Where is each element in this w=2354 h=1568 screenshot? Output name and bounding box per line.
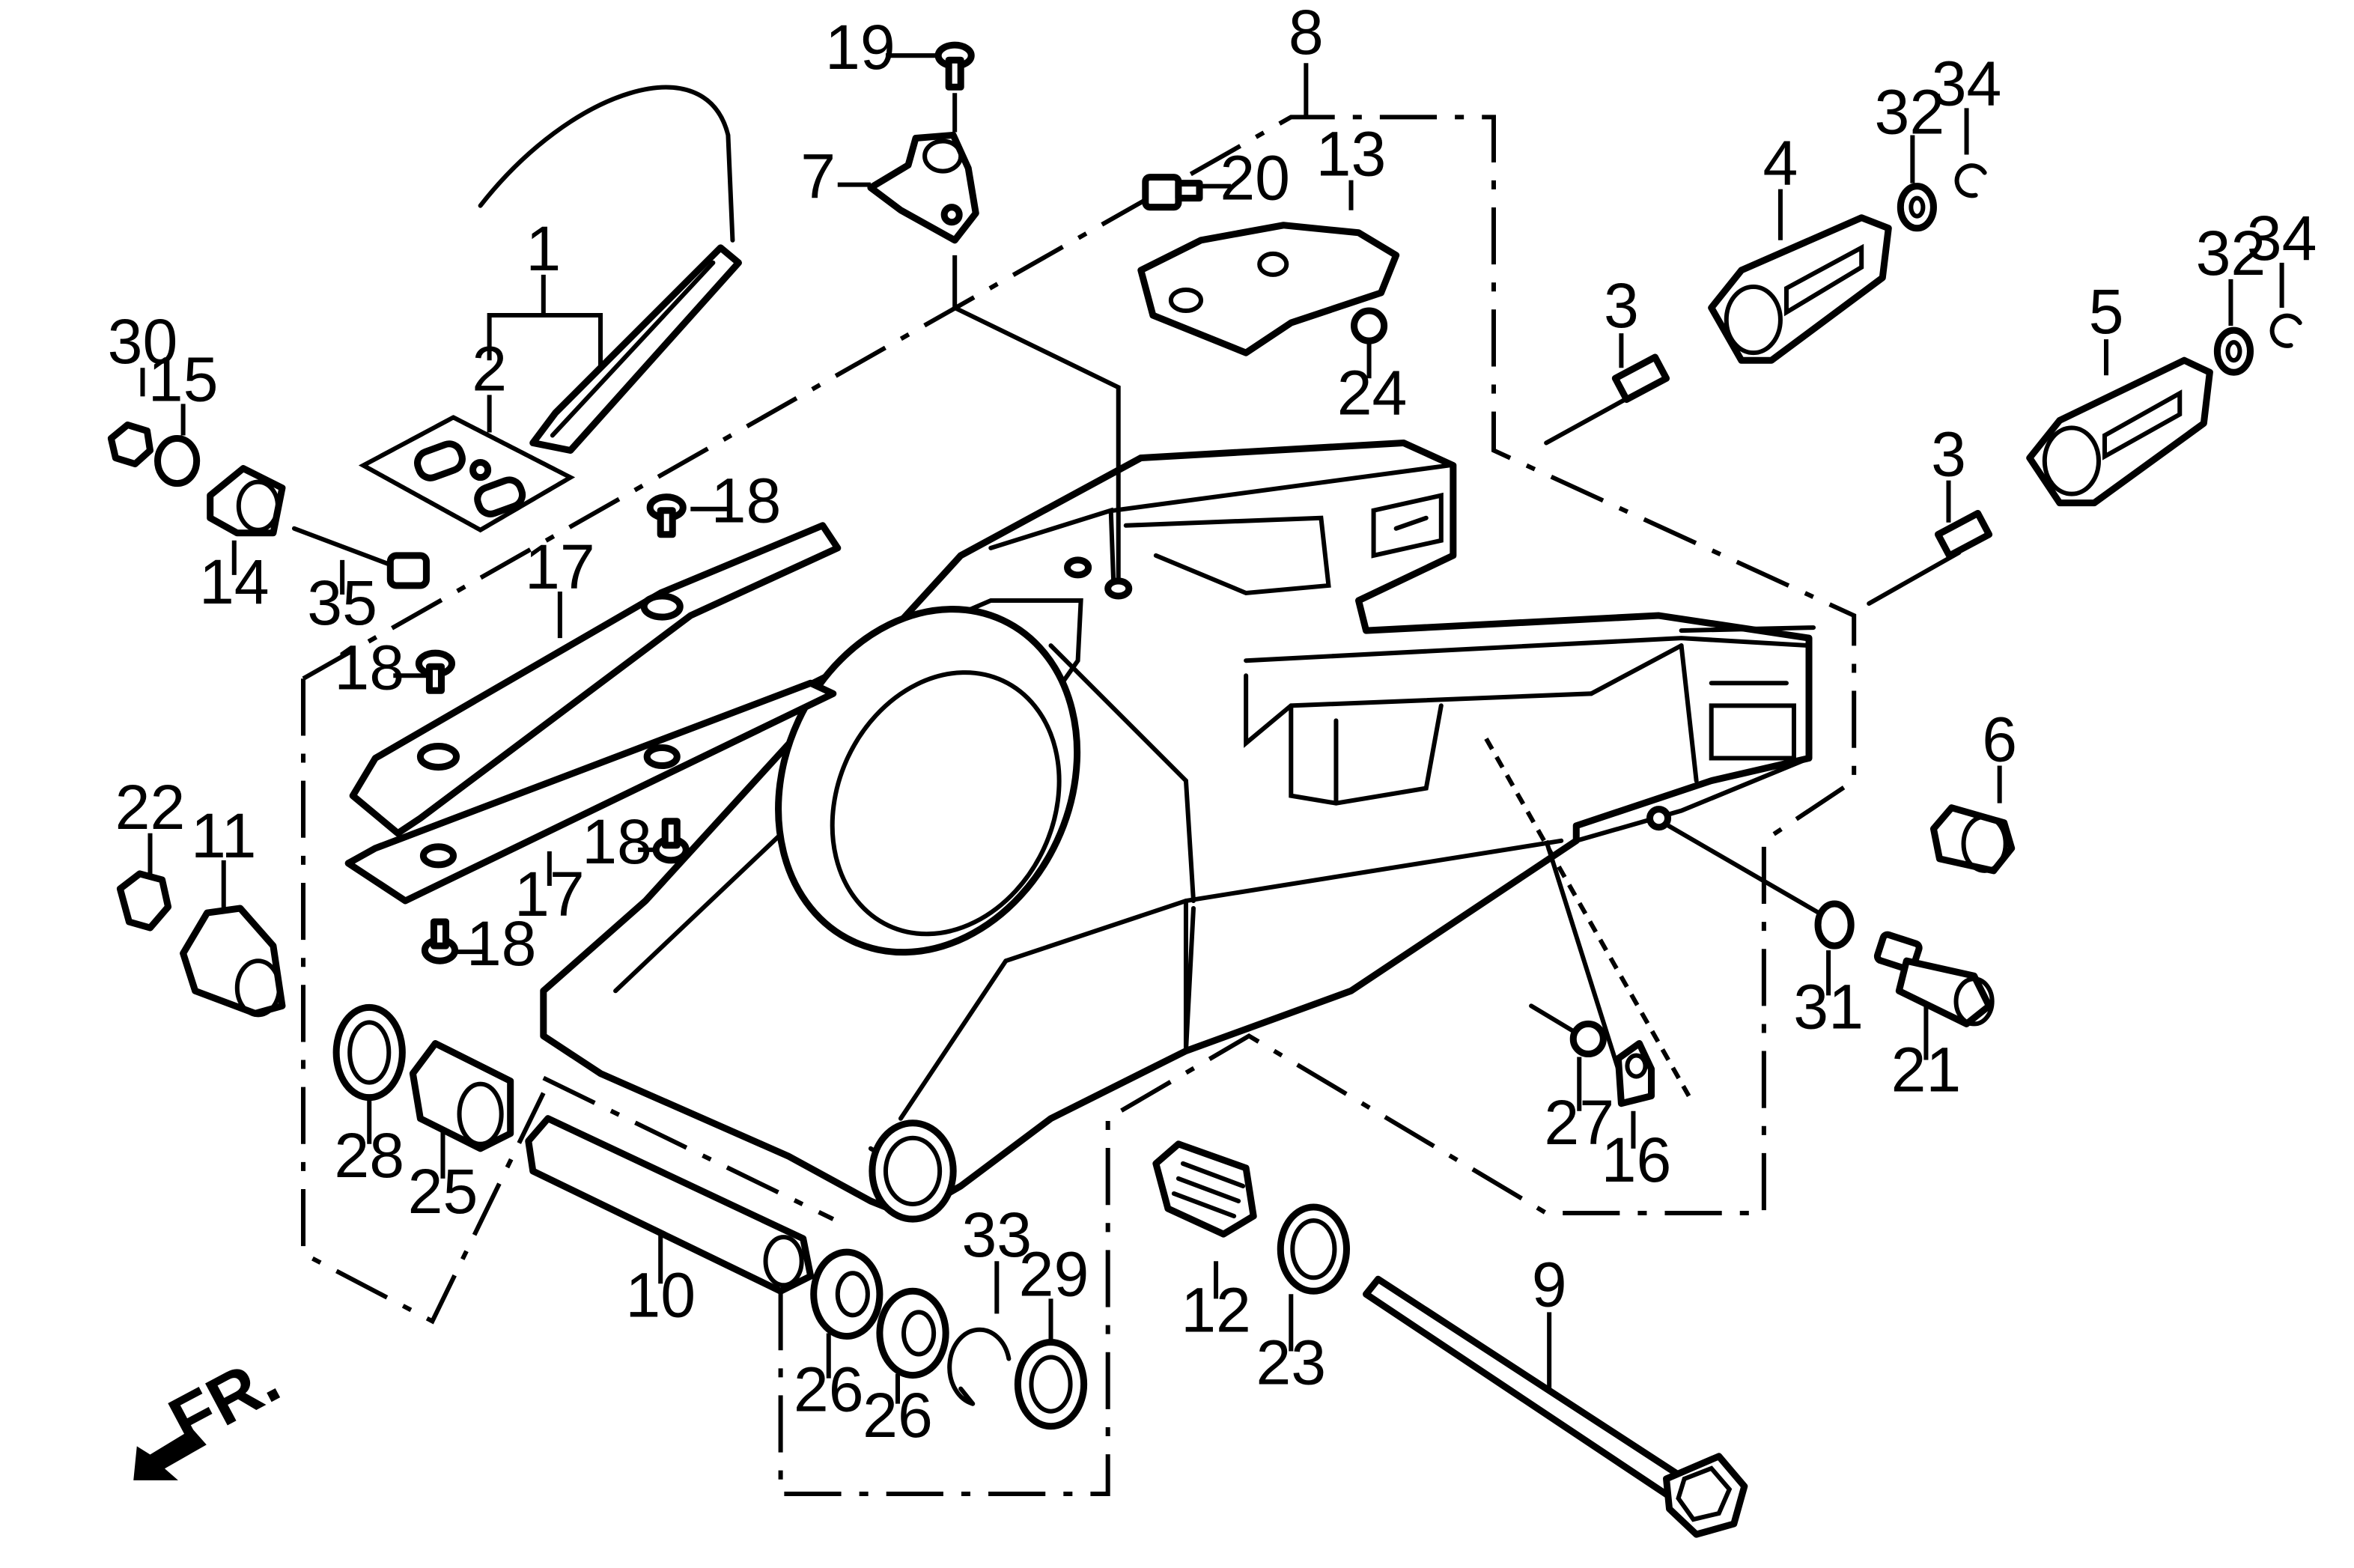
callout-24: 24 [1337,357,1408,428]
callout-10: 10 [625,1259,696,1330]
clamp-16 [1614,1039,1655,1107]
washer-32-set [1897,183,2254,376]
callout-15: 15 [148,344,219,414]
callout-34-b: 34 [2247,203,2317,273]
shoulder-bolt-21 [1873,931,1995,1027]
callout-18-a: 18 [711,466,782,536]
callout-29: 29 [1019,1239,1089,1309]
callout-12: 12 [1181,1274,1251,1345]
assembly-outline [301,115,1857,1496]
swingarm-body [540,439,1816,1223]
callout-34-a: 34 [1932,48,2002,118]
chain-adjuster-left [1708,214,1892,364]
pivot-bolt-9 [1363,1275,1748,1538]
callout-27: 27 [1544,1087,1614,1158]
collar-11 [180,905,286,1018]
callout-23: 23 [1256,1328,1326,1398]
callout-32-b: 32 [2196,218,2266,288]
callout-26-b: 26 [863,1380,933,1450]
callout-11: 11 [191,800,256,871]
callout-18-d: 18 [466,908,537,979]
callout-4: 4 [1763,128,1798,198]
callout-8: 8 [1289,0,1324,67]
adjusting-bolt-12 [1152,1140,1257,1238]
callout-17-b: 17 [514,859,585,929]
shock-mount-parts [107,421,430,589]
pin-27 [1529,1003,1607,1058]
washer-31 [1814,900,1855,949]
chain-adjuster-right [2026,356,2213,507]
callout-28: 28 [334,1120,404,1191]
collar-24 [1350,307,1388,344]
callout-2: 2 [472,333,507,404]
callout-6: 6 [1982,705,2017,775]
adjuster-bolt-3-set [1544,353,1993,607]
callout-35: 35 [307,568,377,638]
dust-seal-29 [1014,1338,1088,1430]
screw-19 [934,41,975,91]
pivot-collar-10 [525,1115,815,1295]
screw-18-set [415,493,690,964]
front-direction-marker [133,1429,207,1480]
callout-18-c: 18 [582,806,652,877]
callout-17-a: 17 [525,532,595,602]
callout-9: 9 [1532,1249,1567,1319]
hose-clamp-bracket [867,131,979,244]
callout-18-b: 18 [334,632,404,702]
callout-30: 30 [108,306,178,377]
callout-22: 22 [115,772,186,842]
needle-bearing-25 [409,1039,514,1152]
clip-34-set [1954,163,2302,348]
ball-bearing-26-set [810,1248,949,1379]
leader-lines [140,53,2284,1404]
callout-3-a: 3 [1604,270,1639,341]
chain-joint-set [358,414,576,533]
callout-32-a: 32 [1875,76,1945,147]
callout-3-b: 3 [1931,419,1966,490]
chain-guard [1137,222,1400,356]
collar-6 [1929,804,2016,875]
dust-seal-28 [332,1003,406,1101]
chain-slider [344,522,842,905]
parts [107,41,2302,1538]
callout-19: 19 [825,12,895,82]
callout-5: 5 [2089,276,2124,347]
callout-25: 25 [408,1156,478,1227]
lock-nut-23 [1277,1203,1350,1295]
callout-16: 16 [1602,1125,1672,1195]
callout-20: 20 [1220,143,1290,213]
drive-chain [478,85,742,455]
callout-21: 21 [1891,1035,1962,1105]
callout-14: 14 [199,547,270,617]
nut-22 [116,870,172,932]
bolt-20 [1142,174,1203,211]
callout-31: 31 [1793,971,1864,1042]
callout-1: 1 [526,213,561,284]
callout-13: 13 [1316,119,1387,189]
circlip-33 [947,1327,1012,1406]
callout-26-a: 26 [794,1355,864,1425]
callout-7: 7 [800,142,836,212]
callout-33: 33 [961,1200,1032,1270]
